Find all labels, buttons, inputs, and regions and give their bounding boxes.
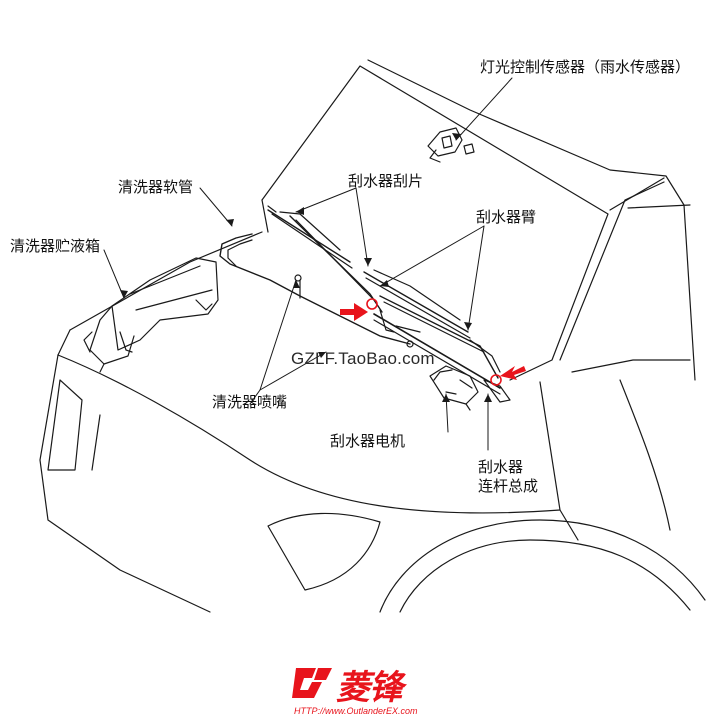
label-washer-nozzle: 清洗器喷嘴 <box>212 393 288 411</box>
brand-url: HTTP://www.OutlanderEX.com <box>294 706 418 716</box>
label-linkage-line1: 刮水器 <box>478 458 524 476</box>
wiper-blade-right <box>363 269 471 339</box>
brand-logo: 菱锋 HTTP://www.OutlanderEX.com <box>292 664 442 722</box>
brand-name: 菱锋 <box>336 668 403 708</box>
highlight-right-pivot <box>490 374 502 386</box>
wiper-blade-left <box>267 205 353 269</box>
label-wiper-blade: 刮水器刮片 <box>348 172 424 190</box>
rain-sensor-part <box>427 127 475 163</box>
red-pointer-arrows <box>340 298 526 386</box>
highlight-left-pivot <box>366 298 378 310</box>
label-wiper-arm: 刮水器臂 <box>476 208 537 226</box>
vehicle-body-outline <box>39 59 706 613</box>
label-wiper-motor: 刮水器电机 <box>330 432 406 450</box>
label-washer-tank: 清洗器贮液箱 <box>10 237 101 255</box>
red-arrow-right-pivot <box>500 366 526 380</box>
label-linkage-line2: 连杆总成 <box>478 477 539 495</box>
wiper-arm-left <box>289 215 383 313</box>
label-rain-sensor: 灯光控制传感器（雨水传感器） <box>480 58 691 76</box>
leader-arrowheads <box>120 133 492 402</box>
watermark-text: GZLF.TaoBao.com <box>291 349 435 368</box>
washer-hose-part <box>219 233 414 348</box>
label-washer-hose: 清洗器软管 <box>118 178 194 196</box>
wiper-arm-right <box>379 295 501 379</box>
wiper-motor-part <box>429 365 479 411</box>
washer-tank-part <box>83 257 219 373</box>
brand-mark-icon <box>292 668 332 698</box>
red-arrow-left-pivot <box>340 303 368 321</box>
leader-lines <box>103 77 513 451</box>
